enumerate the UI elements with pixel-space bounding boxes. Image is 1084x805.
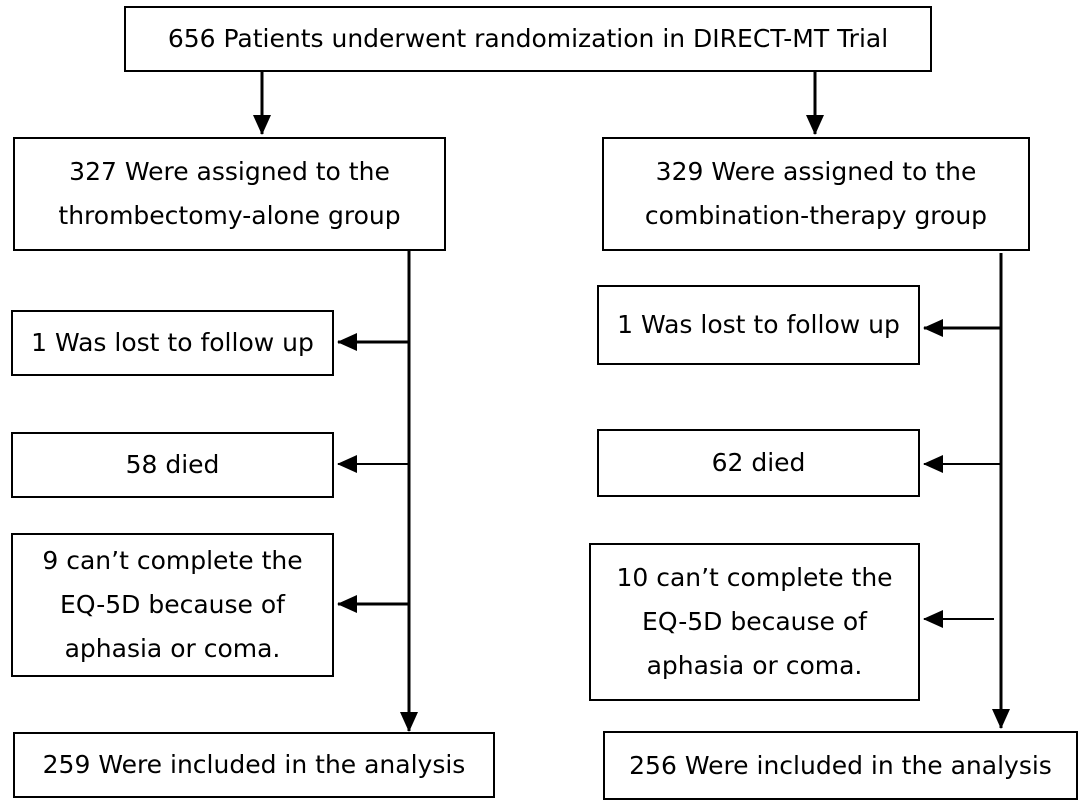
right-assigned-line1: 329 Were assigned to the <box>655 157 977 186</box>
left-eq5d-box: 9 can’t complete the EQ-5D because of ap… <box>11 533 334 677</box>
left-assigned-box: 327 Were assigned to the thrombectomy-al… <box>13 137 446 251</box>
randomization-text: 656 Patients underwent randomization in … <box>167 24 889 53</box>
right-assigned-box: 329 Were assigned to the combination-the… <box>602 137 1030 251</box>
left-eq5d-line2: EQ-5D because of <box>60 590 285 619</box>
left-lost-text: 1 Was lost to follow up <box>31 328 314 357</box>
right-eq5d-line1: 10 can’t complete the <box>616 563 893 592</box>
right-included-text: 256 Were included in the analysis <box>629 750 1052 780</box>
left-died-box: 58 died <box>11 432 334 498</box>
left-included-text: 259 Were included in the analysis <box>42 750 466 779</box>
right-assigned-line2: combination-therapy group <box>644 201 988 230</box>
right-lost-box: 1 Was lost to follow up <box>597 285 920 365</box>
right-eq5d-line2: EQ-5D because of <box>642 607 867 636</box>
left-died-text: 58 died <box>125 450 220 479</box>
right-died-text: 62 died <box>711 448 806 477</box>
left-lost-box: 1 Was lost to follow up <box>11 310 334 376</box>
right-lost-text: 1 Was lost to follow up <box>617 310 900 339</box>
left-included-box: 259 Were included in the analysis <box>13 732 495 798</box>
right-included-box: 256 Were included in the analysis <box>603 731 1078 800</box>
randomization-box: 656 Patients underwent randomization in … <box>124 6 932 72</box>
right-eq5d-line3: aphasia or coma. <box>646 651 863 680</box>
left-assigned-line2: thrombectomy-alone group <box>58 201 401 230</box>
left-assigned-line1: 327 Were assigned to the <box>69 157 390 186</box>
left-eq5d-line3: aphasia or coma. <box>64 634 281 663</box>
right-eq5d-box: 10 can’t complete the EQ-5D because of a… <box>589 543 920 701</box>
right-died-box: 62 died <box>597 429 920 497</box>
left-eq5d-line1: 9 can’t complete the <box>42 546 303 575</box>
